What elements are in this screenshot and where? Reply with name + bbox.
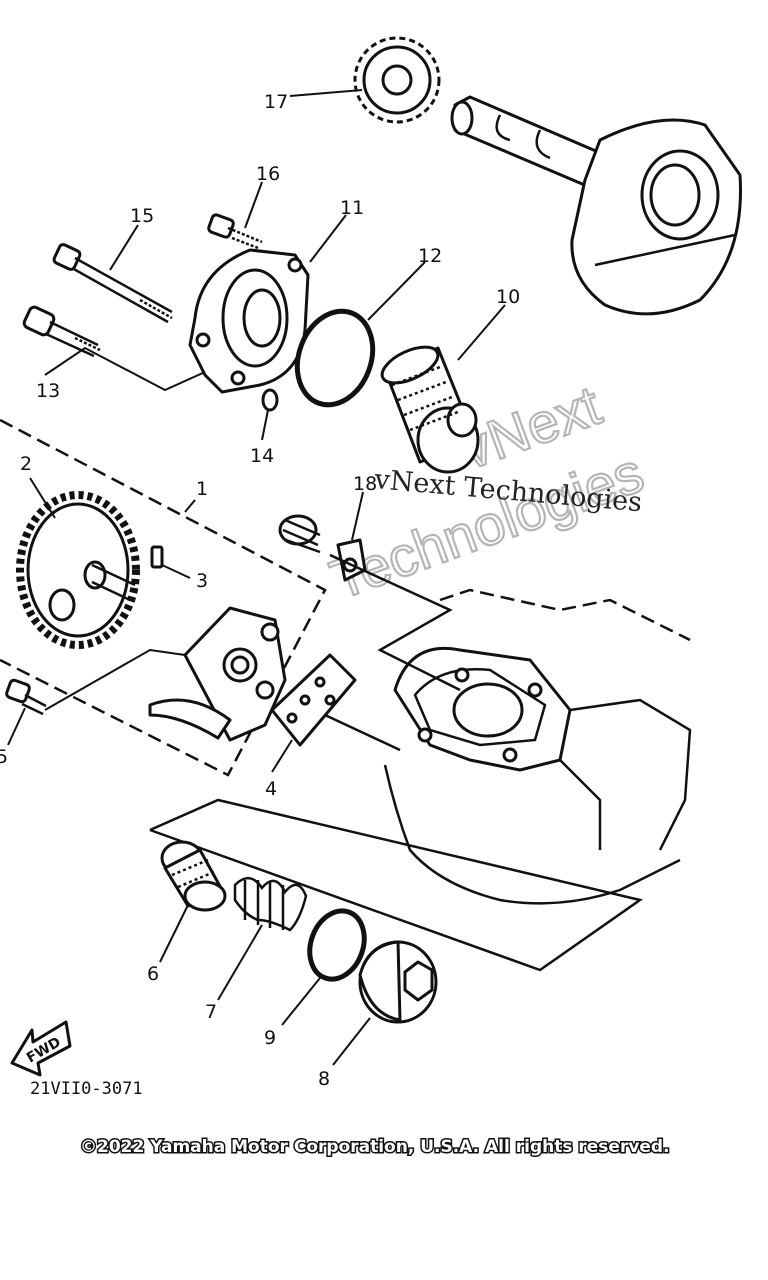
label-9: 9 [264,1027,276,1049]
o-ring-14 [261,388,279,412]
spring-7 [233,877,308,932]
label-7: 7 [205,1001,217,1023]
label-17: 17 [264,91,288,113]
cover-11 [188,248,310,394]
label-18: 18 [353,473,377,495]
leader-4-crankcase [324,713,401,752]
label-16: 16 [256,163,280,185]
bolt-13 [22,305,101,358]
label-14: 14 [250,445,274,467]
label-6: 6 [147,963,159,985]
label-15: 15 [130,205,154,227]
oil-filter-10 [380,345,480,474]
label-2: 2 [20,453,32,475]
gear-2 [16,491,140,649]
label-13: 13 [36,380,60,402]
bolt-15 [52,243,173,324]
copyright-notice: ©2022 Yamaha Motor Corporation, U.S.A. A… [80,1137,670,1157]
drain-plug-8 [358,940,438,1024]
leader-18-crankcase [329,553,461,692]
strainer-group-outline [149,798,643,972]
label-11: 11 [340,197,364,219]
bolt-16 [207,213,263,250]
pin-3 [150,545,164,569]
fwd-arrow-icon: FWD [10,1020,72,1077]
label-3: 3 [196,570,208,592]
strainer-6 [160,840,227,912]
oil-pump-body [148,606,287,742]
o-ring-12 [294,308,376,408]
gasket-4 [270,653,357,747]
crankcase [383,588,692,905]
drawing-code: 21VII0-3071 [30,1079,143,1099]
label-8: 8 [318,1068,330,1090]
part-number-labels: 1 2 3 4 5 6 7 8 9 10 11 12 13 14 15 16 1… [0,91,520,1090]
label-10: 10 [496,286,520,308]
label-12: 12 [418,245,442,267]
label-1: 1 [196,478,208,500]
screw-5 [5,678,47,716]
label-4: 4 [265,778,277,800]
fitting-18 [278,514,367,582]
sprocket-17 [353,36,441,124]
leader-lines [7,89,506,1066]
label-5: 5 [0,746,8,768]
crankshaft [450,95,742,316]
o-ring-9 [307,908,367,982]
